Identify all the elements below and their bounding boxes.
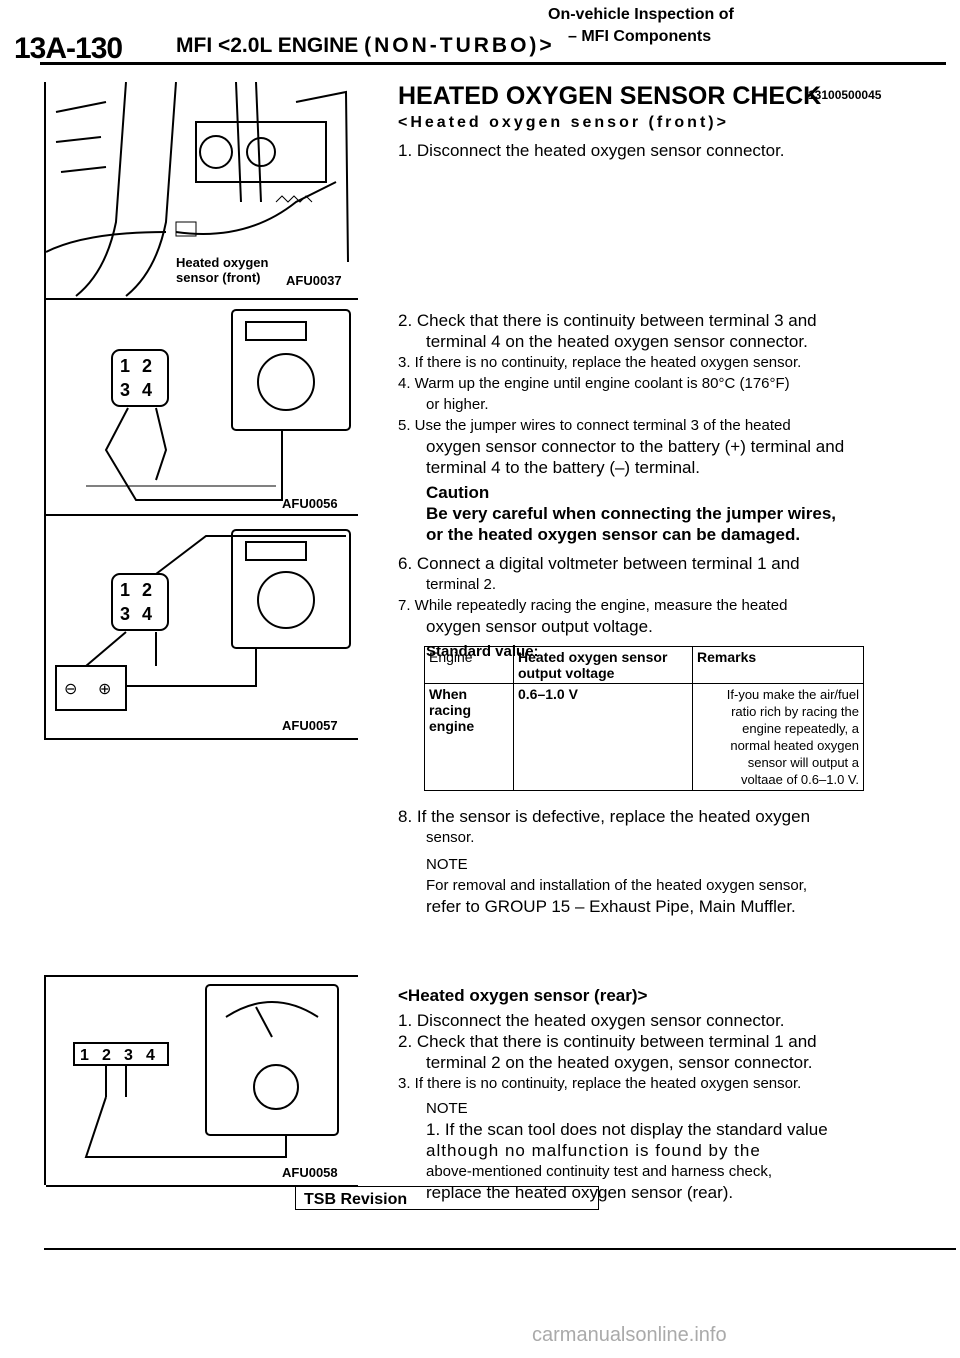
- cell-engine: When racing engine: [424, 683, 514, 791]
- steps-2-5: 2. Check that there is continuity betwee…: [398, 310, 868, 662]
- fig2-pin-2: 2: [142, 356, 152, 376]
- figure-column-rule: [44, 82, 46, 740]
- note1-line1: For removal and installation of the heat…: [426, 877, 808, 894]
- battery-minus-icon: ⊖: [64, 681, 77, 698]
- rear-step-3: 3. If there is no continuity, replace th…: [398, 1075, 802, 1092]
- note1-label: NOTE: [426, 856, 468, 873]
- figure-sensor-location: Heated oxygen sensor (front) AFU0037: [45, 81, 358, 300]
- rear-sensor-block: <Heated oxygen sensor (rear)> 1. Disconn…: [398, 985, 868, 1203]
- rear-sensor-illustration: 1 2 3 4 AFU0058: [73, 984, 339, 1180]
- step-4-line1: 4. Warm up the engine until engine coola…: [398, 375, 790, 392]
- watermark: carmanualsonline.info: [532, 1324, 727, 1346]
- page-header-title: MFI <2.0L ENGINE (NON-TURBO)>: [176, 34, 555, 58]
- fig2-pin-4: 4: [142, 380, 152, 400]
- note1-line2: refer to GROUP 15 – Exhaust Pipe, Main M…: [426, 897, 796, 916]
- remarks-line2: ratio rich by racing the: [731, 704, 859, 719]
- header-rule: [40, 62, 946, 65]
- tsb-revision-box: TSB Revision: [295, 1186, 599, 1210]
- note2-line1: 1. If the scan tool does not display the…: [426, 1120, 828, 1139]
- header-title-prefix: MFI <2.0L ENGINE: [176, 34, 359, 57]
- header-section-top: On-vehicle Inspection of: [548, 6, 734, 23]
- remarks-line3: engine repeatedly, a: [742, 721, 859, 736]
- fig4-pin-4: 4: [146, 1047, 155, 1064]
- cell-remarks: If-you make the air/fuel ratio rich by r…: [692, 683, 864, 791]
- section-title: HEATED OXYGEN SENSOR CHECK: [398, 82, 822, 110]
- figure4-code: AFU0058: [282, 1165, 338, 1180]
- battery-plus-icon: ⊕: [98, 681, 111, 698]
- fig3-pin-4: 4: [142, 604, 152, 624]
- fig4-pin-3: 3: [124, 1047, 133, 1064]
- figure1-code: AFU0037: [286, 273, 342, 288]
- figure-continuity-check: 1 2 3 4 AFU0056: [46, 300, 358, 516]
- caution-line1: Be very careful when connecting the jump…: [426, 504, 837, 523]
- step-3: 3. If there is no continuity, replace th…: [398, 354, 802, 371]
- step-6-line1: 6. Connect a digital voltmeter between t…: [398, 554, 800, 573]
- figure1-label-line1: Heated oxygen: [176, 255, 269, 270]
- step-5-line2: oxygen sensor connector to the battery (…: [426, 437, 845, 456]
- step-1: 1. Disconnect the heated oxygen sensor c…: [398, 141, 785, 160]
- note2-line3: above-mentioned continuity test and harn…: [426, 1163, 773, 1180]
- caution-line2: or the heated oxygen sensor can be damag…: [426, 525, 801, 544]
- fig2-pin-1: 1: [120, 356, 130, 376]
- step-8-line1: 8. If the sensor is defective, replace t…: [398, 807, 811, 826]
- figure-voltage-check: 1 2 3 4 ⊖ ⊕ AFU0057: [46, 516, 358, 740]
- step-5-line1: 5. Use the jumper wires to connect termi…: [398, 417, 791, 434]
- spec-table-header-row: Engine Heated oxygen sensor output volta…: [424, 646, 864, 684]
- step-8-line2: sensor.: [426, 829, 475, 846]
- remarks-line6: voltaae of 0.6–1.0 V.: [740, 772, 859, 787]
- fig2-pin-3: 3: [120, 380, 130, 400]
- figure1-label-line2: sensor (front): [176, 270, 261, 285]
- remarks-line1: If-you make the air/fuel: [726, 687, 859, 702]
- rear-step-2-line1: 2. Check that there is continuity betwee…: [398, 1032, 817, 1051]
- figure-rear-sensor-check: 1 2 3 4 AFU0058: [46, 975, 358, 1187]
- col-engine-header: Engine: [424, 646, 514, 684]
- caution-label: Caution: [426, 483, 490, 502]
- spec-table-row: When racing engine 0.6–1.0 V If-you make…: [424, 683, 864, 791]
- step-4-line2: or higher.: [426, 396, 489, 413]
- voltage-check-illustration: 1 2 3 4 ⊖ ⊕ AFU0057: [55, 529, 351, 733]
- step-2-line2: terminal 4 on the heated oxygen sensor c…: [426, 332, 808, 351]
- col-voltage-header: Heated oxygen sensor output voltage: [513, 646, 693, 684]
- note2-label: NOTE: [426, 1100, 468, 1117]
- rear-step-2-line2: terminal 2 on the heated oxygen, sensor …: [426, 1053, 813, 1072]
- page-number: 13A-130: [14, 32, 123, 65]
- note2-line4: replace the heated oxygen sensor (rear).: [426, 1183, 734, 1202]
- header-section-sub: – MFI Components: [568, 28, 712, 45]
- step-2-line1: 2. Check that there is continuity betwee…: [398, 311, 817, 330]
- fig3-pin-3: 3: [120, 604, 130, 624]
- fig4-pin-1: 1: [80, 1047, 89, 1064]
- front-sensor-heading: <Heated oxygen sensor (front)>: [398, 114, 729, 131]
- figure-column-rule-lower: [44, 975, 46, 1185]
- footer-rule: [44, 1248, 956, 1250]
- header-title-engine: (NON-TURBO)>: [364, 34, 555, 57]
- step-6-line2: terminal 2.: [426, 576, 497, 593]
- remarks-line5: sensor will output a: [747, 755, 859, 770]
- step-7-line2: oxygen sensor output voltage.: [426, 617, 653, 636]
- rear-step-1: 1. Disconnect the heated oxygen sensor c…: [398, 1011, 785, 1030]
- continuity-check-illustration: 1 2 3 4 AFU0056: [86, 309, 351, 511]
- step-5-line3: terminal 4 to the battery (–) terminal.: [426, 458, 701, 477]
- note2-line2: although no malfunction is found by the: [426, 1141, 761, 1160]
- spec-table: Engine Heated oxygen sensor output volta…: [424, 646, 864, 791]
- col-remarks-header: Remarks: [692, 646, 864, 684]
- rear-sensor-heading: <Heated oxygen sensor (rear)>: [398, 986, 648, 1005]
- figure3-code: AFU0057: [282, 718, 338, 733]
- fig4-pin-2: 2: [102, 1047, 111, 1064]
- sensor-location-illustration: Heated oxygen sensor (front) AFU0037: [45, 81, 349, 297]
- step-7-line1: 7. While repeatedly racing the engine, m…: [398, 597, 788, 614]
- fig3-pin-2: 2: [142, 580, 152, 600]
- section-code: 13100500045: [808, 88, 882, 102]
- remarks-line4: normal heated oxygen: [730, 738, 859, 753]
- figure2-code: AFU0056: [282, 496, 338, 511]
- step-8-block: 8. If the sensor is defective, replace t…: [398, 806, 868, 917]
- fig3-pin-1: 1: [120, 580, 130, 600]
- cell-voltage: 0.6–1.0 V: [513, 683, 693, 791]
